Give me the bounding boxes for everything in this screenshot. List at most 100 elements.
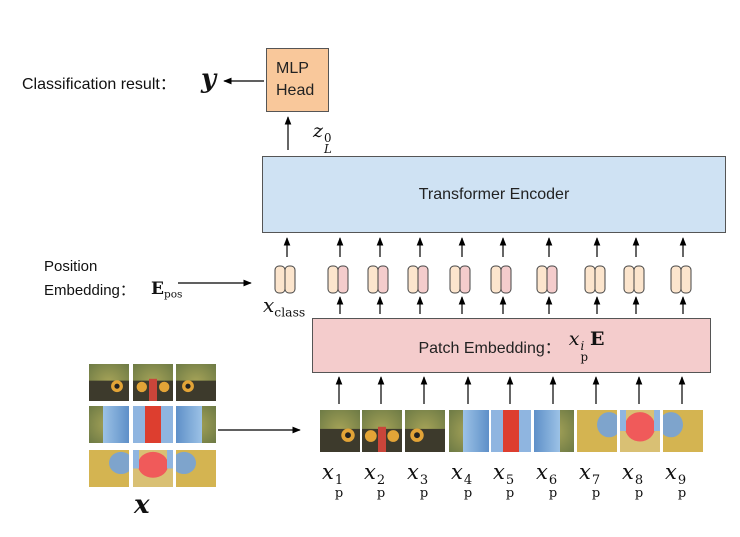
patch-label-base: x (665, 460, 677, 484)
token-patch-part (459, 265, 471, 294)
patch-embedding-math-base: x (568, 327, 580, 350)
patch-label-sub: p (463, 485, 473, 501)
mlp-head-box: MLP Head (266, 48, 329, 112)
patch-label-sub: p (419, 485, 429, 501)
brow-shadow (89, 380, 129, 401)
cheek-right (654, 410, 660, 431)
token-patch-part (680, 265, 692, 294)
cheek-left (491, 410, 503, 452)
position-embedding-sub: pos (163, 288, 183, 301)
sequence-patch-3 (405, 410, 445, 452)
blue-cheek (103, 406, 129, 443)
token-patch-part (633, 265, 645, 294)
jaw (109, 451, 129, 475)
blue-cheek (463, 410, 489, 452)
patch-label-base: x (322, 460, 334, 484)
patch-label-sup: 4 (463, 473, 473, 489)
input-image-symbol: x (134, 490, 150, 520)
input-patch-5 (133, 406, 173, 443)
patch-label-base: x (407, 460, 419, 484)
patch-label-sup: 8 (634, 473, 644, 489)
token-6 (536, 265, 558, 294)
sequence-patch-6 (534, 410, 574, 452)
transformer-encoder-label: Transformer Encoder (418, 185, 570, 203)
token-patch-part (594, 265, 606, 294)
patch-embedding-math-sup: i (580, 338, 585, 353)
token-9 (670, 265, 692, 294)
classification-label: Classification result： (22, 76, 176, 93)
input-image-layer (89, 364, 216, 487)
patch-label-sup: 5 (505, 473, 515, 489)
patch-label-sup: 7 (591, 473, 601, 489)
patch-label-base: x (536, 460, 548, 484)
sequence-patch-7 (577, 410, 617, 452)
encoder-output-sub: L (324, 141, 332, 156)
patch-embedding-math-tail: E (590, 327, 605, 350)
patch-label-sub: p (548, 485, 558, 501)
patch-label-sub: p (376, 485, 386, 501)
jaw (663, 412, 683, 438)
token-position-part (584, 265, 596, 294)
pupil (114, 383, 120, 389)
cheek-right (519, 410, 531, 452)
patch-label-base: x (364, 460, 376, 484)
token-4 (449, 265, 471, 294)
token-class (274, 265, 296, 294)
encoder-output-base: z (313, 120, 324, 142)
patch-label-sup: 9 (677, 473, 687, 489)
token-2 (367, 265, 389, 294)
mlp-head-line1: MLP (276, 60, 309, 77)
token-position-part (449, 265, 461, 294)
patch-label-sub: p (591, 485, 601, 501)
token-patch-part (377, 265, 389, 294)
patch-label-sup: 6 (548, 473, 558, 489)
sequence-patch-4 (449, 410, 489, 452)
patch-embedding-label: Patch Embedding： (418, 339, 561, 357)
token-position-part (327, 265, 339, 294)
pupil (345, 432, 351, 439)
token-patch-part (337, 265, 349, 294)
sequence-patch-8 (620, 410, 660, 452)
token-7 (584, 265, 606, 294)
token-position-part (536, 265, 548, 294)
nose-top (149, 378, 157, 401)
eye-left (136, 381, 147, 393)
blue-cheek (534, 410, 560, 452)
blue-cheek (176, 406, 202, 443)
patch-sequence-layer (320, 410, 703, 452)
patch-label-base: x (622, 460, 634, 484)
cheek-right (161, 406, 173, 443)
input-patch-6 (176, 406, 216, 443)
token-position-part (274, 265, 286, 294)
position-embedding-symbol: Epos (151, 279, 182, 301)
token-patch-part (500, 265, 512, 294)
input-patch-2 (133, 364, 173, 401)
token-patch-part (417, 265, 429, 294)
patch-label-sup: 3 (419, 473, 429, 489)
token-patch-part (284, 265, 296, 294)
encoder-output-sup: 0 (324, 130, 332, 145)
token-8 (623, 265, 645, 294)
patch-label-base: x (451, 460, 463, 484)
arrows-layer (178, 77, 687, 434)
red-nose (145, 406, 161, 443)
red-nose (503, 410, 519, 452)
input-patch-7 (89, 450, 129, 487)
eye-right (387, 430, 400, 442)
token-position-part (670, 265, 682, 294)
eye-right (159, 381, 170, 393)
jaw (597, 412, 617, 438)
token-5 (490, 265, 512, 294)
